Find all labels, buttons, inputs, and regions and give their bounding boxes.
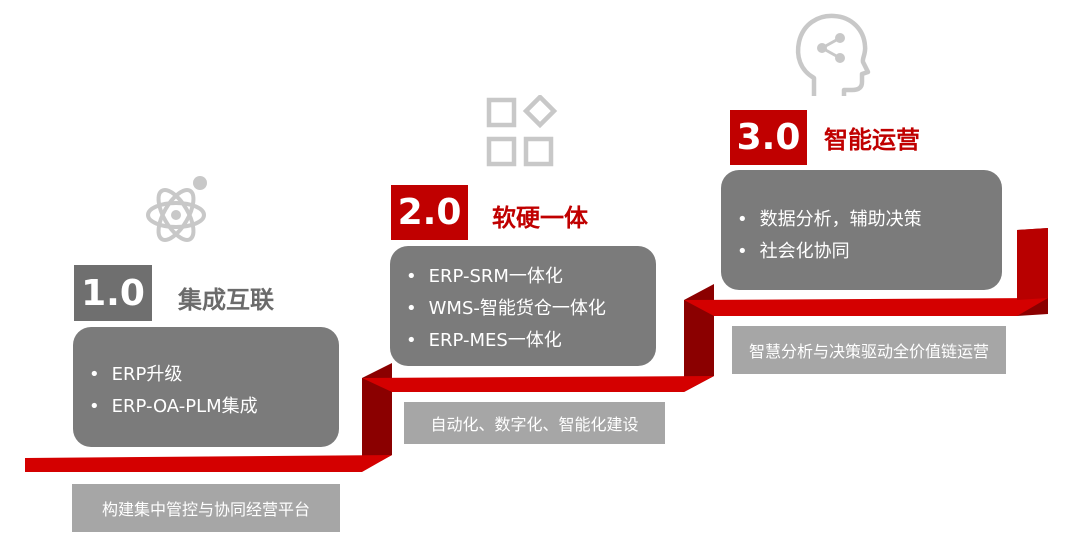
tread-2 [362,376,714,392]
stage-3-tag: 智慧分析与决策驱动全价值链运营 [732,326,1006,374]
stage-3-item: 数据分析，辅助决策 [737,204,1002,236]
step-top-3 [1017,228,1048,300]
stage-1-version-badge: 1.0 [74,265,152,321]
stage-2-version: 2.0 [397,192,462,233]
tread-3 [684,298,1048,316]
atom-icon [146,176,207,242]
stage-3-version-badge: 3.0 [730,110,807,165]
stage-2-card: ERP-SRM一体化 WMS-智能货仓一体化 ERP-MES一体化 [390,246,656,366]
stage-1-item: ERP-OA-PLM集成 [89,391,339,423]
stage-2-item: ERP-SRM一体化 [406,261,656,293]
stage-2-tag: 自动化、数字化、智能化建设 [404,402,665,444]
shapes-grid-icon [486,95,558,167]
stage-2-version-badge: 2.0 [391,185,468,240]
stage-3-item: 社会化协同 [737,236,1002,268]
stage-1-card: ERP升级 ERP-OA-PLM集成 [73,327,339,447]
stage-2-item: ERP-MES一体化 [406,325,656,357]
stage-1-tag: 构建集中管控与协同经营平台 [72,484,340,532]
riser-1 [362,363,392,470]
stage-1-title: 集成互联 [178,286,274,314]
stage-2-title: 软硬一体 [492,204,588,232]
stage-1-version: 1.0 [81,272,145,314]
stage-3-title: 智能运营 [824,126,920,154]
ai-head-icon [795,13,871,96]
stage-1-item: ERP升级 [89,359,339,391]
tread-1 [25,455,392,472]
stage-3-version: 3.0 [736,117,801,158]
stage-2-item: WMS-智能货仓一体化 [406,293,656,325]
stage-3-card: 数据分析，辅助决策 社会化协同 [721,170,1002,290]
